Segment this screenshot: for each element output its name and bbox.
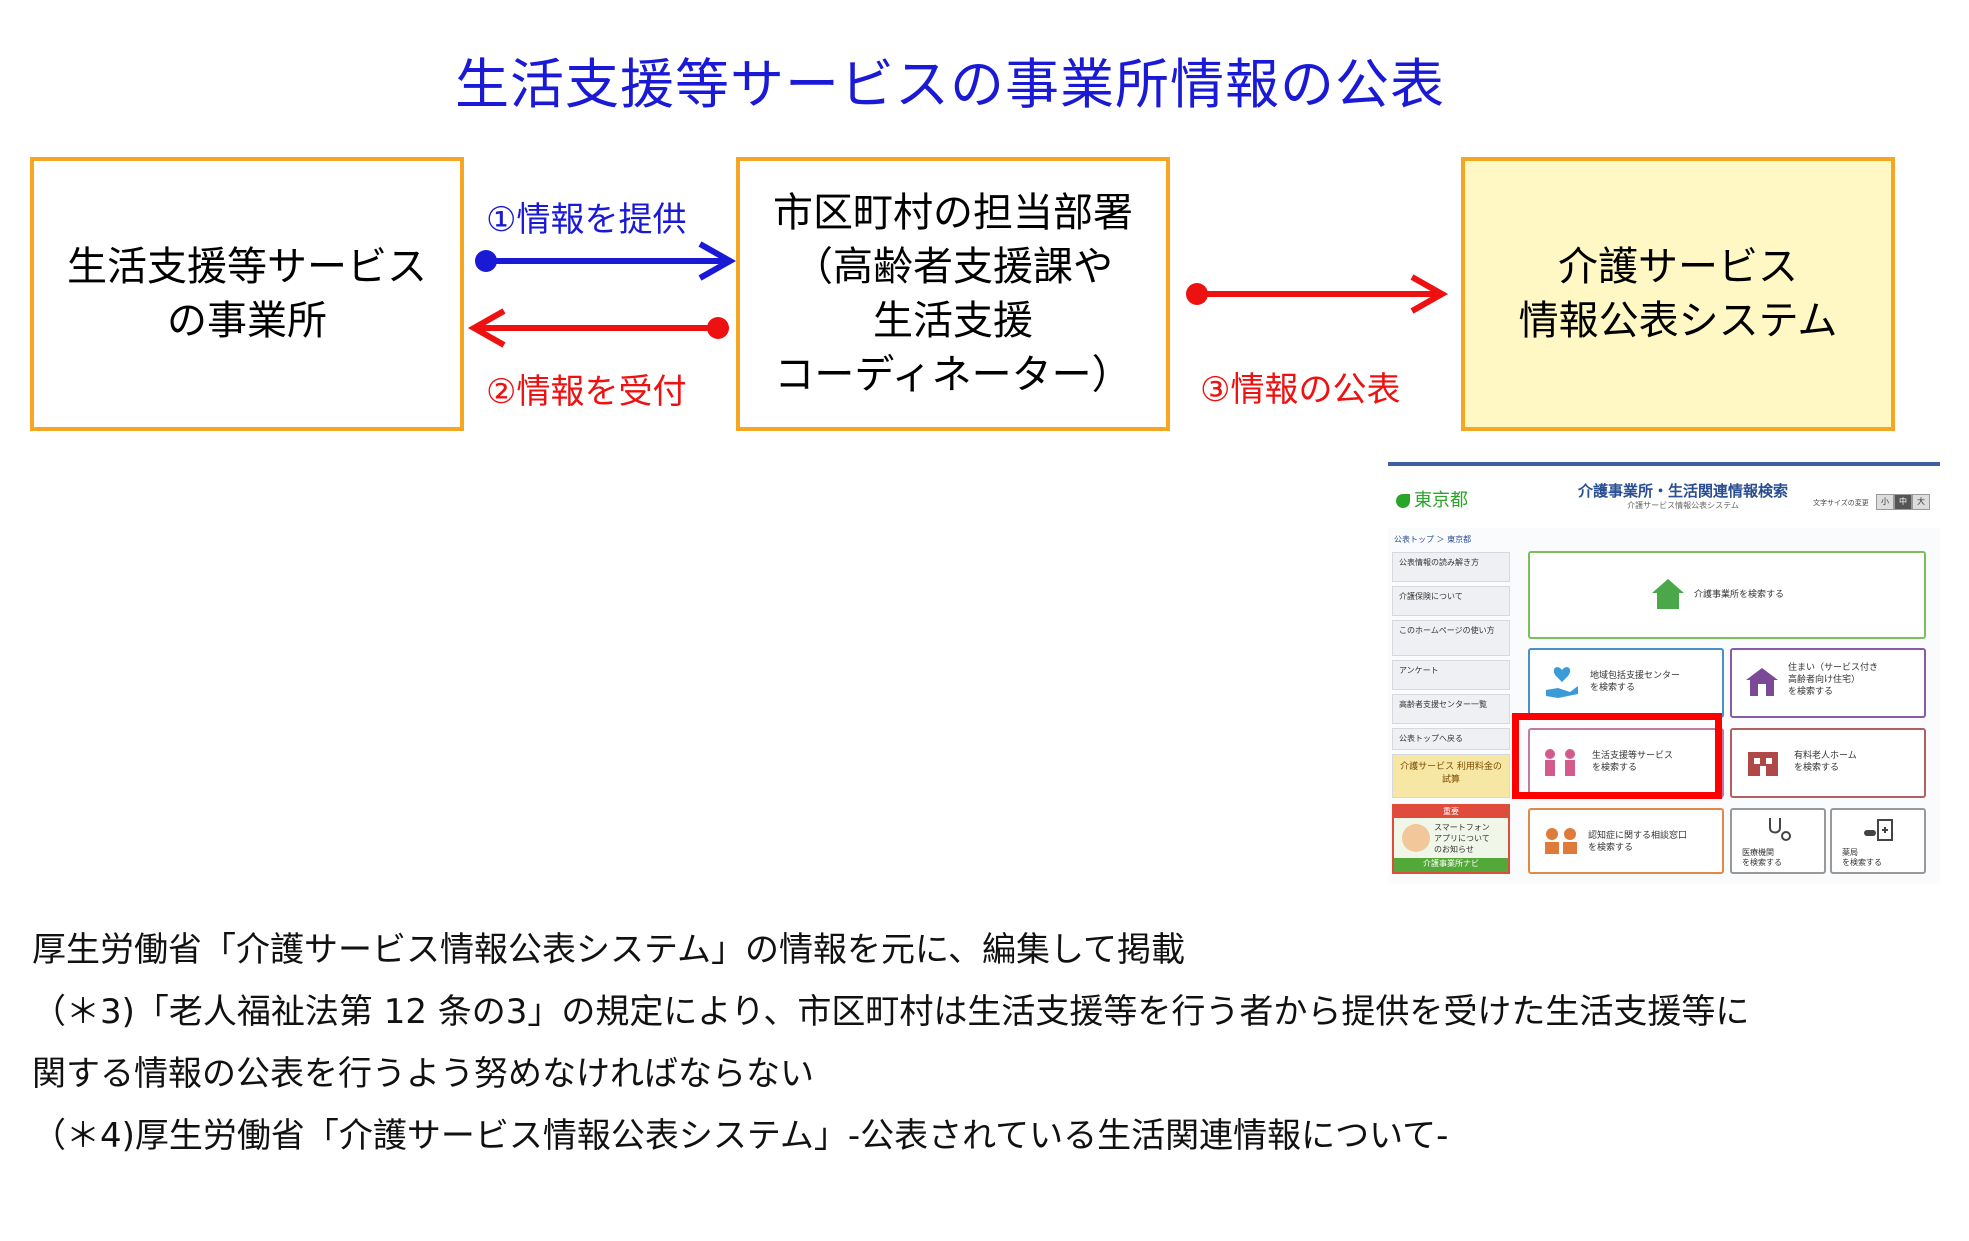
note-source: 厚生労働省「介護サービス情報公表システム」の情報を元に、編集して掲載 <box>32 930 1185 970</box>
app-banner[interactable]: 重要 スマートフォン アプリについて のお知らせ 介護事業所ナビ <box>1392 804 1510 874</box>
note-3-line2: 関する情報の公表を行うよう努めなければならない <box>32 1054 814 1094</box>
screenshot-subtitle: 介護サービス情報公表システム <box>1627 501 1739 510</box>
sidebar-item-survey[interactable]: アンケート <box>1392 660 1510 690</box>
municipality-label: 市区町村の担当部署 （高齢者支援課や 生活支援 コーディネーター） <box>773 190 1133 398</box>
hand-heart-icon <box>1546 667 1578 698</box>
sidebar-item-howto[interactable]: このホームページの使い方 <box>1392 620 1510 656</box>
building-icon <box>1748 752 1778 776</box>
sidebar-item-guide[interactable]: 公表情報の読み解き方 <box>1392 552 1510 582</box>
screenshot-title: 介護事業所・生活関連情報検索 <box>1577 482 1788 500</box>
tile-support-center-label: 地域包括支援センター を検索する <box>1590 671 1681 693</box>
tile-nursing-home-label: 有料老人ホーム を検索する <box>1794 751 1857 773</box>
tile-medical-label: 医療機関 を検索する <box>1742 848 1782 867</box>
tile-medical[interactable]: 医療機関 を検索する <box>1730 808 1826 874</box>
breadcrumb[interactable]: 公表トップ ＞ 東京都 <box>1394 535 1472 544</box>
tile-life-support-label: 生活支援等サービス を検索する <box>1592 751 1674 773</box>
font-medium-button[interactable]: 中 <box>1894 494 1912 510</box>
screenshot-header <box>1388 466 1940 528</box>
sidebar-item-centers[interactable]: 高齢者支援センター一覧 <box>1392 694 1510 724</box>
logo-text: 東京都 <box>1414 490 1468 511</box>
stethoscope-icon <box>1769 818 1791 841</box>
consult-icon <box>1545 828 1577 854</box>
provider-label: 生活支援等サービス の事業所 <box>67 244 427 344</box>
tile-housing-label: 住まい（サービス付き 高齢者向け住宅） を検索する <box>1788 663 1879 697</box>
tile-pharmacy[interactable]: 薬局 を検索する <box>1830 808 1926 874</box>
note-4: （＊4)厚生労働省「介護サービス情報公表システム」‐公表されている生活関連情報に… <box>32 1116 1449 1156</box>
font-large-button[interactable]: 大 <box>1912 494 1930 510</box>
life-support-highlight <box>1512 713 1722 799</box>
tile-search-care-label: 介護事業所を検索する <box>1694 590 1785 600</box>
font-size-label: 文字サイズの変更 <box>1813 499 1869 507</box>
tile-pharmacy-label: 薬局 を検索する <box>1842 848 1882 867</box>
publish-label: ③情報の公表 <box>1200 370 1401 410</box>
provide-label: ①情報を提供 <box>486 200 687 240</box>
app-banner-text: スマートフォン アプリについて のお知らせ <box>1434 823 1490 854</box>
person-icon <box>1402 824 1430 852</box>
sidebar-item-fee-calc[interactable]: 介護サービス 利用料金の試算 <box>1392 754 1510 798</box>
residence-icon <box>1746 668 1778 696</box>
tile-support-center[interactable]: 地域包括支援センター を検索する <box>1528 648 1724 718</box>
municipality-box: 市区町村の担当部署 （高齢者支援課や 生活支援 コーディネーター） <box>736 157 1170 431</box>
app-banner-badge: 重要 <box>1394 806 1508 818</box>
app-banner-footer: 介護事業所ナビ <box>1394 858 1508 872</box>
tile-life-support[interactable]: 生活支援等サービス を検索する <box>1528 728 1724 798</box>
medicine-icon <box>1864 819 1893 841</box>
house-icon <box>1652 579 1684 609</box>
ginkgo-icon <box>1396 494 1410 508</box>
tile-dementia-label: 認知症に関する相談窓口 を検索する <box>1588 831 1688 853</box>
tile-housing[interactable]: 住まい（サービス付き 高齢者向け住宅） を検索する <box>1730 648 1926 718</box>
receive-label: ②情報を受付 <box>486 372 687 412</box>
note-3-line1: （＊3)「老人福祉法第 12 条の3」の規定により、市区町村は生活支援等を行う者… <box>32 992 1750 1032</box>
provide-arrow <box>475 241 737 281</box>
publish-arrow <box>1186 274 1449 314</box>
system-screenshot: 東京都 介護事業所・生活関連情報検索 介護サービス情報公表システム 文字サイズの… <box>1388 462 1940 884</box>
receive-arrow <box>467 308 729 348</box>
tile-nursing-home[interactable]: 有料老人ホーム を検索する <box>1730 728 1926 798</box>
font-small-button[interactable]: 小 <box>1876 494 1894 510</box>
page-title: 生活支援等サービスの事業所情報の公表 <box>455 53 1445 116</box>
tile-dementia[interactable]: 認知症に関する相談窓口 を検索する <box>1528 808 1724 874</box>
sidebar-item-top[interactable]: 公表トップへ戻る <box>1392 728 1510 750</box>
sidebar-item-insurance[interactable]: 介護保険について <box>1392 586 1510 616</box>
provider-box: 生活支援等サービス の事業所 <box>30 157 464 431</box>
tokyo-logo: 東京都 <box>1396 486 1468 512</box>
system-box: 介護サービス 情報公表システム <box>1461 157 1895 431</box>
system-label: 介護サービス 情報公表システム <box>1518 244 1838 344</box>
people-icon <box>1545 749 1575 776</box>
tile-search-care[interactable]: 介護事業所を検索する <box>1528 551 1926 639</box>
